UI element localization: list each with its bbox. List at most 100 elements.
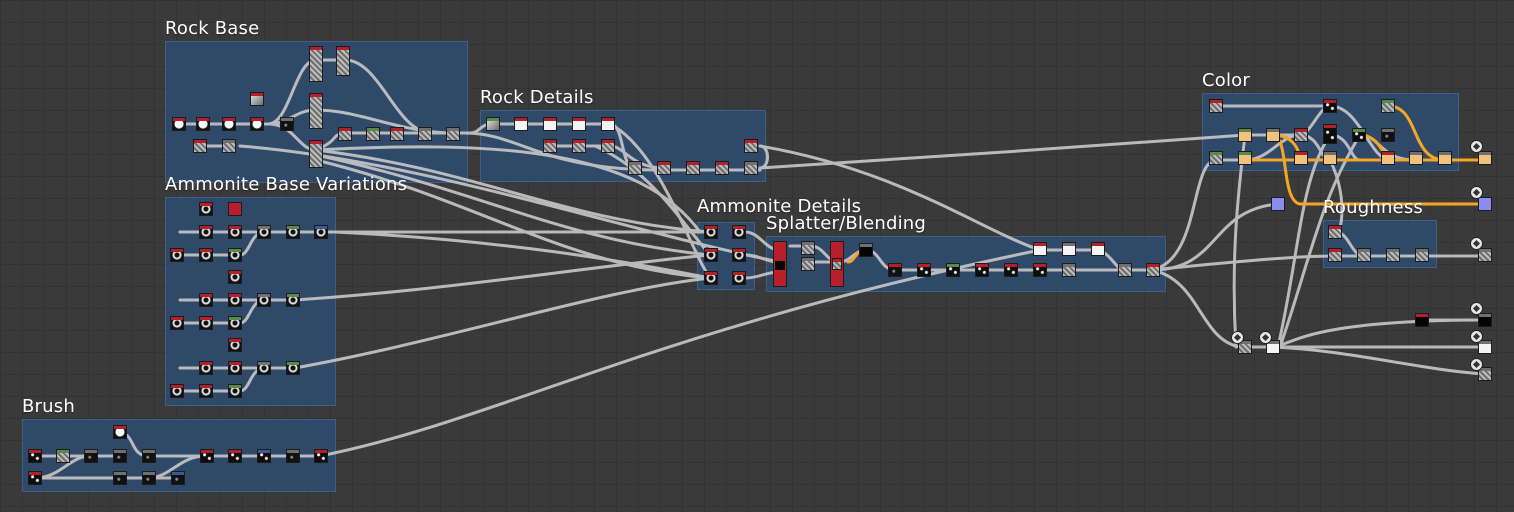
- blend-node[interactable]: [1062, 263, 1076, 277]
- ammonite-shape-node[interactable]: [228, 361, 242, 375]
- frame-splatter-blending[interactable]: [766, 236, 1166, 292]
- ammonite-shape-node[interactable]: [314, 225, 328, 239]
- brush-node[interactable]: [142, 449, 156, 463]
- brush-node[interactable]: [142, 471, 156, 485]
- ammonite-shape-node[interactable]: [170, 316, 184, 330]
- mask-node[interactable]: [859, 243, 873, 257]
- output-icon[interactable]: [1470, 302, 1483, 315]
- shape-node[interactable]: [572, 117, 586, 131]
- ammonite-shape-node[interactable]: [257, 293, 271, 307]
- output-icon[interactable]: [1470, 358, 1483, 371]
- ammonite-detail-node[interactable]: [704, 225, 718, 239]
- ammonite-shape-node[interactable]: [199, 225, 213, 239]
- splatter-source-node[interactable]: [1062, 242, 1076, 256]
- shape-node[interactable]: [222, 117, 236, 131]
- brush-node[interactable]: [56, 449, 70, 463]
- output-icon[interactable]: [1470, 330, 1483, 343]
- ammonite-shape-node[interactable]: [228, 293, 242, 307]
- frame-ammonite-base-variations[interactable]: [165, 197, 336, 406]
- noise-node[interactable]: [309, 93, 323, 129]
- output-icon[interactable]: [1470, 140, 1483, 153]
- brush-node[interactable]: [171, 471, 185, 485]
- output-icon[interactable]: [1470, 186, 1483, 199]
- ammonite-detail-node[interactable]: [704, 248, 718, 262]
- noise-node[interactable]: [222, 139, 236, 153]
- color-blend-node[interactable]: [1294, 128, 1308, 142]
- ammonite-shape-node[interactable]: [228, 225, 242, 239]
- ammonite-shape-node[interactable]: [257, 361, 271, 375]
- blend-node[interactable]: [657, 161, 671, 175]
- mask-node[interactable]: [228, 202, 242, 216]
- brush-noise-node[interactable]: [28, 449, 42, 463]
- blend-node[interactable]: [1146, 263, 1160, 277]
- splatter-mask-node[interactable]: [1004, 263, 1018, 277]
- ammonite-shape-node[interactable]: [228, 316, 242, 330]
- blur-node[interactable]: [280, 117, 294, 131]
- blend-node[interactable]: [832, 258, 842, 270]
- noise-node[interactable]: [193, 139, 207, 153]
- shape-node[interactable]: [172, 117, 186, 131]
- roughness-noise-node[interactable]: [1328, 225, 1342, 239]
- brush-node[interactable]: [200, 449, 214, 463]
- gradient-map-node[interactable]: [1238, 128, 1252, 142]
- color-blend-node[interactable]: [1381, 151, 1395, 165]
- color-blend-node[interactable]: [1294, 151, 1308, 165]
- ammonite-shape-node[interactable]: [170, 248, 184, 262]
- color-blend-node[interactable]: [1266, 128, 1280, 142]
- ammonite-shape-node[interactable]: [199, 384, 213, 398]
- ammonite-detail-node[interactable]: [704, 271, 718, 285]
- basecolor-output-node[interactable]: [1478, 151, 1492, 165]
- noise-node[interactable]: [601, 139, 615, 153]
- brush-node[interactable]: [84, 449, 98, 463]
- ammonite-shape-node[interactable]: [199, 202, 213, 216]
- noise-node[interactable]: [572, 139, 586, 153]
- color-noise-node[interactable]: [1381, 99, 1395, 113]
- roughness-blend-node[interactable]: [1415, 248, 1429, 262]
- splatter-source-node[interactable]: [1033, 242, 1047, 256]
- roughness-output-node[interactable]: [1478, 248, 1492, 262]
- input-icon[interactable]: [1231, 331, 1244, 344]
- ammonite-shape-node[interactable]: [199, 361, 213, 375]
- color-mask-node[interactable]: [1352, 128, 1366, 142]
- brush-node[interactable]: [113, 471, 127, 485]
- color-mask-node[interactable]: [1323, 124, 1337, 144]
- output-icon[interactable]: [1470, 237, 1483, 250]
- brush-node[interactable]: [257, 449, 271, 463]
- blend-node[interactable]: [801, 241, 815, 255]
- ammonite-detail-node[interactable]: [732, 225, 746, 239]
- roughness-blend-node[interactable]: [1328, 248, 1342, 262]
- ammonite-shape-node[interactable]: [228, 338, 242, 352]
- brush-shape-node[interactable]: [113, 425, 127, 439]
- ammonite-shape-node[interactable]: [228, 384, 242, 398]
- shape-node[interactable]: [250, 117, 264, 131]
- ammonite-shape-node[interactable]: [228, 270, 242, 284]
- input-icon[interactable]: [1259, 331, 1272, 344]
- ammonite-shape-node[interactable]: [199, 316, 213, 330]
- shape-node[interactable]: [196, 117, 210, 131]
- color-noise-node[interactable]: [1209, 99, 1223, 113]
- mask-node[interactable]: [888, 263, 902, 277]
- color-blend-node[interactable]: [1438, 151, 1452, 165]
- blend-node[interactable]: [418, 127, 432, 141]
- roughness-blend-node[interactable]: [1357, 248, 1371, 262]
- blend-node[interactable]: [366, 127, 380, 141]
- splatter-mask-node[interactable]: [1033, 263, 1047, 277]
- noise-node[interactable]: [309, 140, 323, 168]
- blend-node[interactable]: [744, 161, 758, 175]
- ammonite-detail-node[interactable]: [732, 271, 746, 285]
- normal-output-node[interactable]: [1478, 197, 1492, 211]
- ammonite-shape-node[interactable]: [170, 384, 184, 398]
- metallic-output-node[interactable]: [1478, 313, 1492, 327]
- shape-node[interactable]: [543, 117, 557, 131]
- shape-node[interactable]: [601, 117, 615, 131]
- splatter-mask-node[interactable]: [946, 263, 960, 277]
- ammonite-shape-node[interactable]: [286, 225, 300, 239]
- noise-node[interactable]: [336, 46, 350, 76]
- ammonite-shape-node[interactable]: [286, 293, 300, 307]
- ammonite-shape-node[interactable]: [199, 293, 213, 307]
- blend-node[interactable]: [338, 127, 352, 141]
- noise-node[interactable]: [543, 139, 557, 153]
- brush-node[interactable]: [286, 449, 300, 463]
- ammonite-detail-node[interactable]: [732, 248, 746, 262]
- blend-node[interactable]: [390, 127, 404, 141]
